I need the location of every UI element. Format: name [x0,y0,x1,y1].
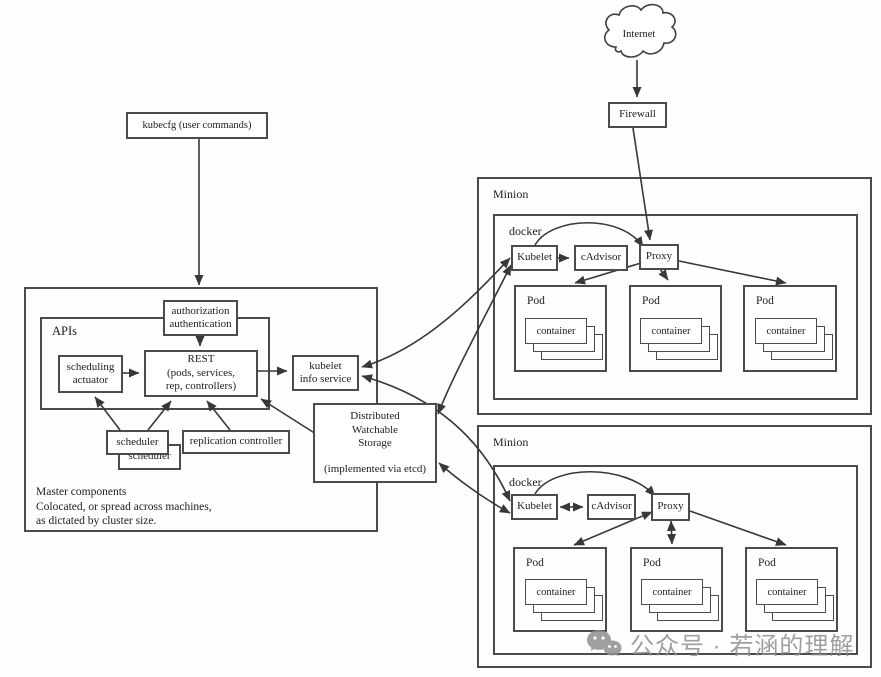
master-note-line-1: Master components [36,486,127,498]
internet-cloud: Internet [604,3,677,58]
pod-box: Pod container [629,285,722,372]
minion-label: Minion [493,435,529,449]
distributed-storage-box: Distributed Watchable Storage (implement… [313,403,437,483]
container-box: container [756,579,818,605]
scheduler-box: scheduler [106,430,169,455]
kubelet-box-2: Kubelet [511,494,558,520]
pod-box: Pod container [745,547,838,632]
cadvisor-box-2: cAdvisor [587,494,636,520]
watermark: 公众号 · 若涵的理解 [586,626,854,661]
container-box: container [641,579,703,605]
minion-label: Minion [493,187,529,201]
replication-controller-label: replication controller [189,435,283,448]
kubecfg-box: kubecfg (user commands) [126,112,268,139]
proxy-box-1: Proxy [639,244,679,270]
scheduling-actuator-label-2: actuator [72,374,109,386]
pod-box: Pod container [514,285,607,372]
kubelet-label: Kubelet [517,251,552,264]
kubelet-info-label-2: info service [299,373,352,385]
container-stack: container [745,287,835,370]
pod-label: Pod [643,557,661,569]
proxy-label: Proxy [645,250,673,263]
pod-label: Pod [527,295,545,307]
rest-label-1: REST [187,353,215,366]
container-stack: container [516,287,605,370]
container-stack: container [631,287,720,370]
replication-controller-box: replication controller [182,430,290,454]
master-note-line-2: Colocated, or spread across machines, [36,500,212,513]
storage-label-1: Distributed [350,410,400,422]
kubelet-info-label-1: kubelet [309,359,342,372]
container-box: container [525,579,587,605]
kubelet-info-service-box: kubelet info service [292,355,359,391]
proxy-box-2: Proxy [651,493,690,521]
pod-label: Pod [756,295,774,307]
authorization-box: authorization authentication [163,300,238,336]
container-stack: container [632,549,721,630]
scheduling-actuator-box: scheduling actuator [58,355,123,393]
docker-box-2: docker [493,465,858,655]
kubelet-box-1: Kubelet [511,245,558,271]
master-note: Master components Colocated, or spread a… [36,485,296,529]
docker-label: docker [509,224,542,238]
proxy-label: Proxy [657,500,684,513]
scheduling-actuator-label-1: scheduling [66,360,115,373]
firewall-label: Firewall [619,108,656,121]
storage-label-4: (implemented via etcd) [323,462,426,475]
rest-label-3: rep, controllers) [165,380,237,393]
cadvisor-box-1: cAdvisor [574,245,628,271]
wechat-icon [587,629,622,656]
container-box: container [640,318,702,344]
pod-box: Pod container [743,285,837,372]
cadvisor-label: cAdvisor [591,500,632,513]
firewall-box: Firewall [608,102,667,128]
container-stack: container [747,549,836,630]
kubelet-label: Kubelet [517,500,552,513]
authentication-label: authentication [169,318,232,330]
pod-label: Pod [526,557,544,569]
pod-label: Pod [758,557,776,569]
docker-label: docker [509,475,542,489]
pod-label: Pod [642,295,660,307]
container-stack: container [515,549,605,630]
pod-box: Pod container [513,547,607,632]
pod-box: Pod container [630,547,723,632]
apis-label: APIs [52,324,78,338]
cadvisor-label: cAdvisor [580,251,622,264]
storage-label-3: Storage [358,437,392,449]
container-box: container [755,318,817,344]
master-note-line-3: as dictated by cluster size. [36,515,157,527]
rest-label-2: (pods, services, [166,366,236,379]
internet-label: Internet [623,29,656,40]
storage-label-2: Watchable [351,423,399,436]
container-box: container [525,318,587,344]
watermark-text: 公众号 · 若涵的理解 [630,633,855,660]
authorization-label: authorization [171,304,230,317]
kubecfg-label: kubecfg (user commands) [142,119,252,131]
scheduler-label: scheduler [116,435,159,448]
rest-box: REST (pods, services, rep, controllers) [144,350,258,397]
